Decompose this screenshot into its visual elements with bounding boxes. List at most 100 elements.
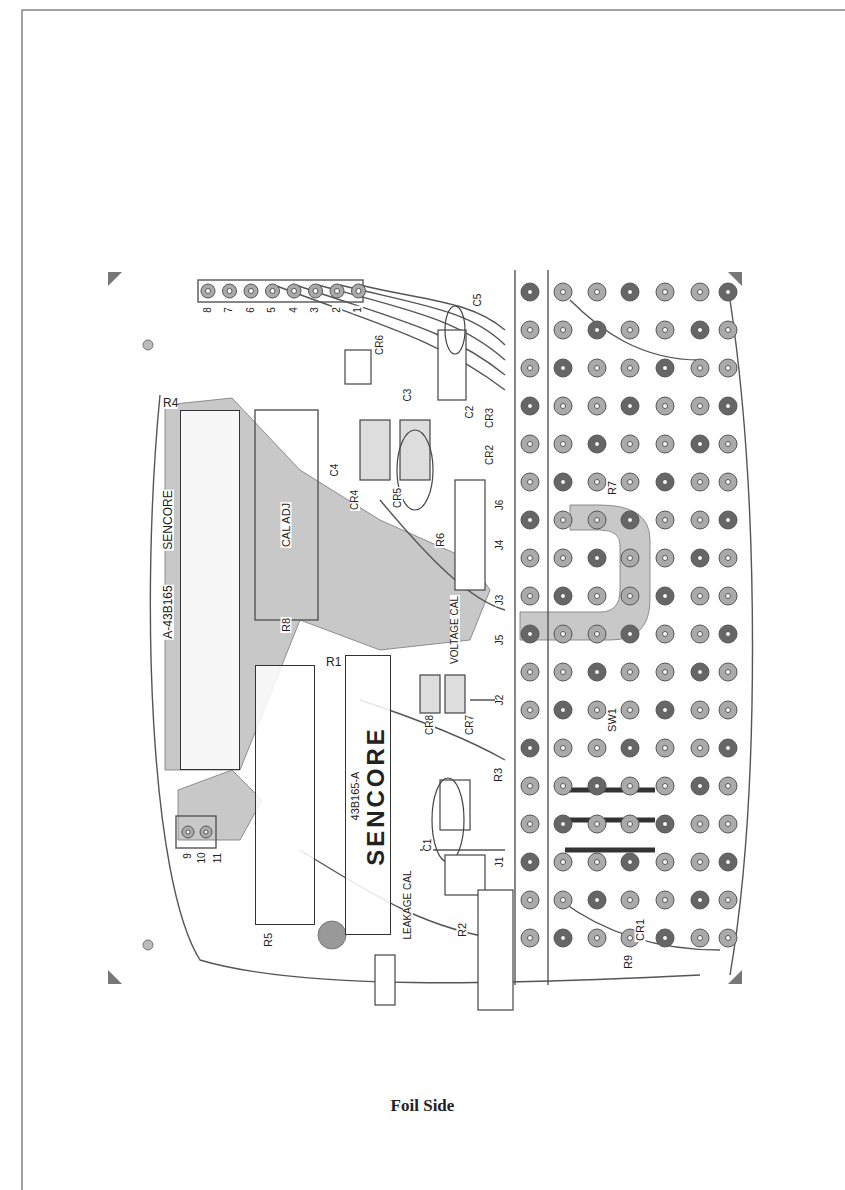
solder-pad: [719, 435, 737, 453]
solder-pad: [719, 359, 737, 377]
solder-pad: [698, 746, 703, 751]
solder-pad: [698, 594, 703, 599]
component-ref: J3: [495, 594, 505, 607]
solder-pad: [521, 397, 539, 415]
component-ref: CR4: [350, 489, 360, 511]
solder-pad: [663, 936, 668, 941]
solder-pad: [663, 822, 668, 827]
solder-pad: [719, 321, 737, 339]
solder-pad: [595, 822, 600, 827]
solder-pad: [200, 826, 212, 838]
solder-pad: [595, 480, 600, 485]
component-ref: CR3: [485, 407, 495, 429]
solder-pad: [628, 594, 633, 599]
solder-pad: [554, 929, 572, 947]
solder-pad: [719, 283, 737, 301]
solder-pad: [561, 822, 566, 827]
solder-pad: [663, 366, 668, 371]
solder-pad: [588, 625, 606, 643]
solder-pad: [726, 746, 731, 751]
solder-pad: [698, 822, 703, 827]
solder-pad: [588, 283, 606, 301]
solder-pad: [309, 284, 323, 298]
solder-pad: [628, 290, 633, 295]
solder-pad: [691, 891, 709, 909]
solder-pad: [352, 284, 366, 298]
component-ref: CR8: [425, 714, 435, 736]
solder-pad: [595, 746, 600, 751]
caption: Foil Side: [0, 1096, 845, 1116]
solder-pad: [588, 663, 606, 681]
solder-pad: [698, 518, 703, 523]
solder-pad: [588, 435, 606, 453]
solder-pad: [554, 891, 572, 909]
solder-pad: [698, 708, 703, 713]
component-ref: C1: [423, 838, 433, 853]
solder-pad: [663, 898, 668, 903]
solder-pad: [621, 359, 639, 377]
terminal-number: 6: [246, 306, 256, 314]
solder-pad: [621, 701, 639, 719]
solder-pad: [719, 511, 737, 529]
solder-pad: [656, 701, 674, 719]
component-ref: CR7: [465, 714, 475, 736]
board-legend: LEAKAGE CAL: [403, 870, 413, 941]
solder-pad: [561, 708, 566, 713]
solder-pad: [719, 549, 737, 567]
solder-pad: [719, 929, 737, 947]
component-ref: C4: [330, 463, 340, 478]
solder-pad: [656, 625, 674, 643]
solder-pad: [628, 328, 633, 333]
solder-pad: [554, 701, 572, 719]
solder-pad: [621, 321, 639, 339]
solder-pad: [528, 442, 533, 447]
solder-pad: [223, 284, 237, 298]
solder-pad: [554, 815, 572, 833]
solder-pad: [621, 663, 639, 681]
solder-pad: [554, 321, 572, 339]
solder-pad: [628, 746, 633, 751]
solder-pad: [554, 435, 572, 453]
solder-pad: [628, 632, 633, 637]
solder-pad: [726, 632, 731, 637]
solder-pad: [595, 936, 600, 941]
solder-pad: [561, 366, 566, 371]
solder-pad: [663, 594, 668, 599]
solder-pad: [628, 784, 633, 789]
solder-pad: [621, 397, 639, 415]
solder-pad: [621, 549, 639, 567]
solder-pad: [521, 359, 539, 377]
solder-pad: [287, 284, 301, 298]
component-ref: SW1: [607, 707, 618, 733]
solder-pad: [663, 290, 668, 295]
terminal-number: 1: [353, 306, 363, 314]
solder-pad: [588, 549, 606, 567]
solder-pad: [698, 366, 703, 371]
solder-pad: [726, 518, 731, 523]
solder-pad: [561, 746, 566, 751]
solder-pad: [561, 594, 566, 599]
board-legend: VOLTAGE CAL: [450, 595, 460, 665]
solder-pad: [204, 830, 208, 834]
resistor-body: R4: [180, 410, 240, 770]
solder-pad: [554, 853, 572, 871]
solder-pad: [595, 898, 600, 903]
solder-pad: [266, 284, 280, 298]
solder-pad: [726, 556, 731, 561]
solder-pad: [691, 853, 709, 871]
solder-pad: [663, 442, 668, 447]
solder-pad: [528, 480, 533, 485]
solder-pad: [313, 289, 318, 294]
solder-pad: [726, 328, 731, 333]
solder-pad: [528, 708, 533, 713]
solder-pad: [554, 549, 572, 567]
component-ref: J6: [495, 499, 505, 512]
solder-pad: [595, 328, 600, 333]
solder-pad: [335, 289, 340, 294]
solder-pad: [663, 556, 668, 561]
solder-pad: [561, 860, 566, 865]
solder-pad: [561, 556, 566, 561]
solder-pad: [719, 701, 737, 719]
solder-pad: [698, 936, 703, 941]
